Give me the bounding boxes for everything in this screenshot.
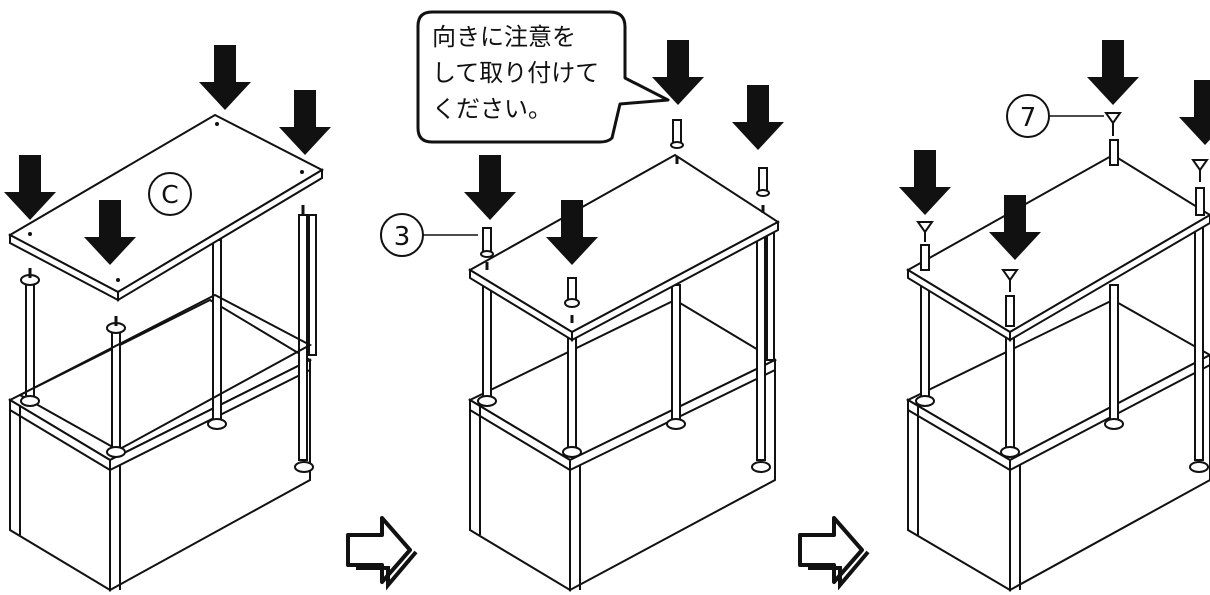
down-arrow-icon (899, 150, 951, 215)
right-outline-arrow-icon (798, 516, 870, 591)
step-3-illustration: 7 (899, 40, 1210, 592)
down-arrow-icon (1179, 80, 1210, 145)
down-arrow-icon (279, 90, 331, 155)
down-arrow-icon (199, 45, 251, 110)
down-arrow-icon (464, 155, 516, 220)
warning-speech-bubble (416, 10, 670, 144)
part-3-label: 3 (394, 222, 411, 252)
step-2-illustration: 3 (380, 10, 784, 592)
part-c-label: C (161, 180, 178, 209)
part-c-badge (148, 172, 192, 216)
caution-note-line-1: 向きに注意を (432, 23, 576, 51)
caution-note-line-2: して取り付けて (432, 59, 600, 87)
down-arrow-icon (4, 155, 56, 220)
down-arrow-icon (732, 85, 784, 150)
caution-note-line-3: ください。 (432, 95, 552, 123)
step-1-illustration: C (4, 45, 331, 592)
down-arrow-icon (1087, 40, 1139, 105)
right-outline-arrow-icon (346, 516, 418, 591)
part-7-label: 7 (1020, 103, 1037, 133)
